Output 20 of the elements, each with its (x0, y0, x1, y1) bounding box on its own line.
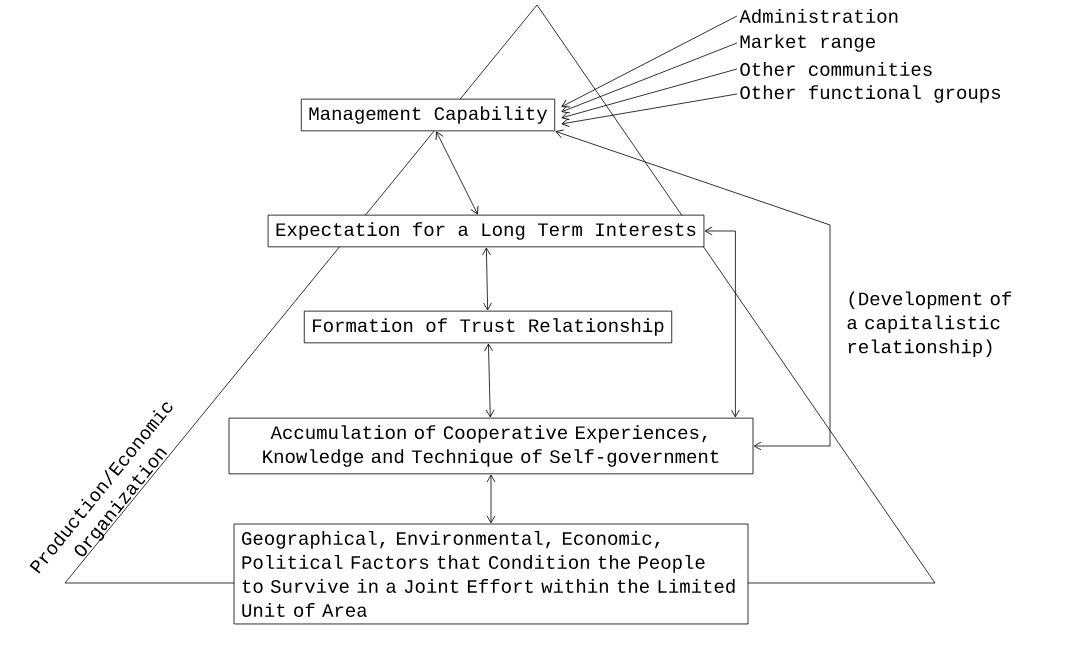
input-label: Administration (739, 9, 898, 23)
arrow (482, 247, 492, 311)
text-box: Management Capability (300, 98, 556, 132)
arrow (561, 68, 738, 121)
text-box: Expectation for a Long Term Interests (267, 214, 705, 248)
text-box: Geographical, Environmental, Economic, Political Factors that Condition the People to Survive in a Joint Effort within the Limited Unit of Area (233, 523, 749, 625)
arrow (704, 226, 740, 418)
arrow (561, 93, 738, 128)
edge-label: (Development of a capitalistic relationship) (847, 291, 1012, 358)
arrow (561, 15, 738, 108)
arrow (486, 474, 496, 524)
arrow (561, 42, 738, 114)
text-box: Accumulation of Cooperative Experiences, Knowledge and Technique of Self-government (228, 417, 754, 475)
input-label: Market range (740, 34, 875, 52)
input-label: Other communities (740, 62, 932, 76)
text-box: Formation of Trust Relationship (303, 310, 673, 344)
input-label: Other functional groups (740, 85, 1001, 103)
arrow (435, 131, 479, 215)
arrow (484, 343, 495, 418)
arrow (555, 129, 831, 451)
